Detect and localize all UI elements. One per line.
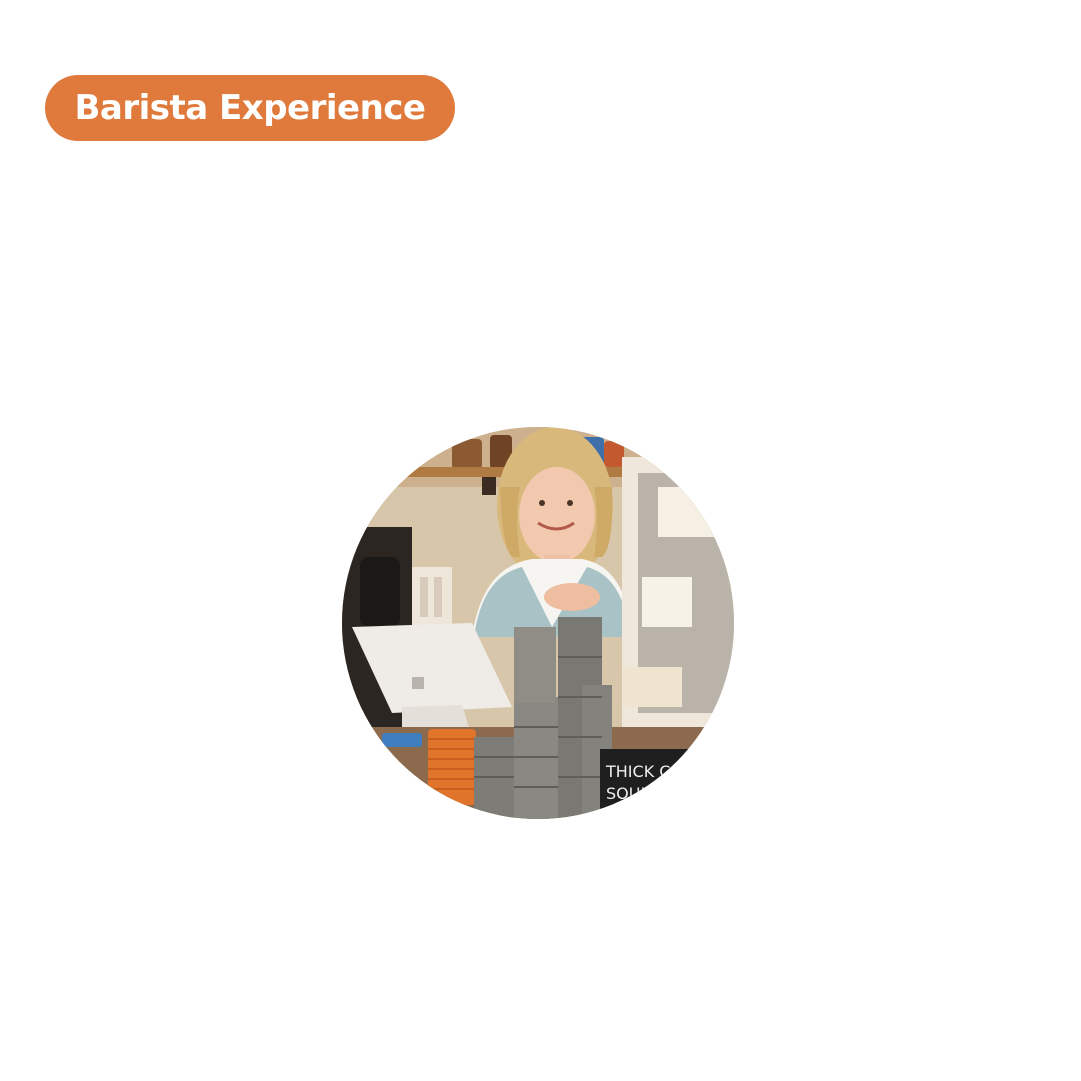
chalkboard-line-2: SOUR xyxy=(606,784,652,803)
badge-label: Barista Experience xyxy=(74,88,426,128)
chalkboard-line-1: THICK C xyxy=(605,762,670,781)
barista-photo: THICK C SOUR xyxy=(342,427,734,819)
barista-experience-badge: Barista Experience xyxy=(45,75,455,141)
